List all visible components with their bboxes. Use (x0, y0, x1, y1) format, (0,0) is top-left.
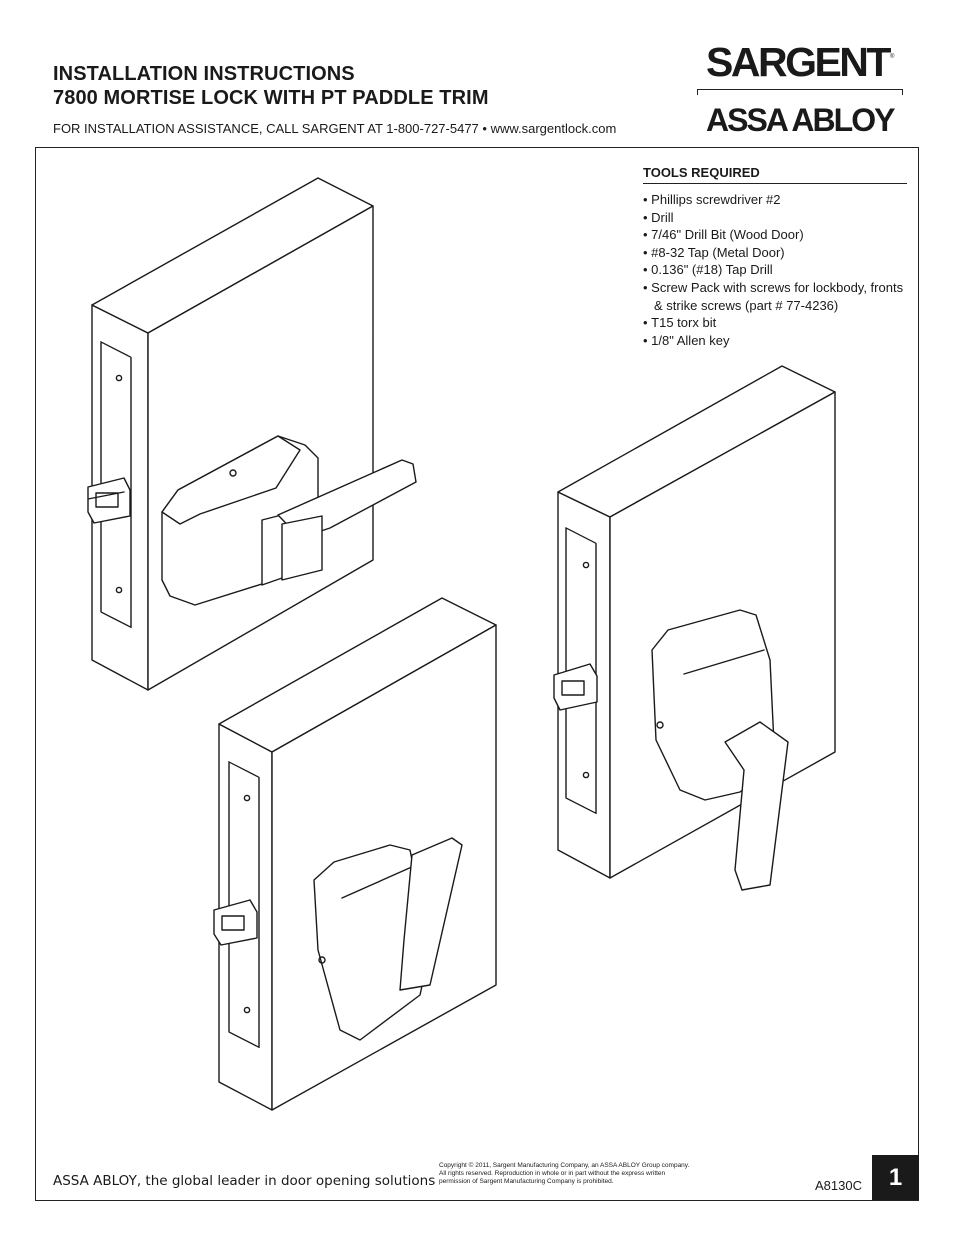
page-title: INSTALLATION INSTRUCTIONS 7800 MORTISE L… (53, 62, 489, 110)
tool-item: 1/8" Allen key (643, 332, 907, 350)
door-with-paddle-handle-illustration (213, 597, 497, 1111)
copyright-notice: Copyright © 2011, Sargent Manufacturing … (439, 1162, 739, 1186)
copyright-line: Copyright © 2011, Sargent Manufacturing … (439, 1162, 690, 1169)
document-number: A8130C (815, 1178, 862, 1193)
door-with-paddle-trim-illustration (553, 365, 836, 891)
title-line-1: INSTALLATION INSTRUCTIONS (53, 63, 355, 85)
tool-item: Phillips screwdriver #2 (643, 191, 907, 209)
registered-mark: ® (890, 54, 895, 60)
sargent-logo: SARGENT (706, 39, 891, 85)
tool-item: Drill (643, 209, 907, 227)
logo-bracket (697, 89, 903, 95)
page-number: 1 (888, 1163, 903, 1191)
assistance-line: FOR INSTALLATION ASSISTANCE, CALL SARGEN… (53, 121, 617, 136)
tools-required-panel: TOOLS REQUIRED Phillips screwdriver #2 D… (643, 165, 907, 349)
copyright-line: All rights reserved. Reproduction in who… (439, 1170, 666, 1177)
tool-item: T15 torx bit (643, 314, 907, 332)
tools-required-title: TOOLS REQUIRED (643, 165, 907, 184)
page-number-badge: 1 (872, 1155, 919, 1200)
tools-list: Phillips screwdriver #2 Drill 7/46" Dril… (643, 191, 907, 349)
tool-item: #8-32 Tap (Metal Door) (643, 244, 907, 262)
content-frame (35, 147, 919, 1201)
tool-item: Screw Pack with screws for lockbody, fro… (643, 279, 907, 314)
door-with-lever-trim-illustration (87, 177, 417, 691)
tool-item: 0.136" (#18) Tap Drill (643, 261, 907, 279)
footer-tagline: ASSA ABLOY, the global leader in door op… (53, 1173, 436, 1189)
copyright-line: permission of Sargent Manufacturing Comp… (439, 1178, 614, 1185)
assa-abloy-logo: ASSA ABLOY (706, 102, 895, 138)
title-line-2: 7800 MORTISE LOCK WITH PT PADDLE TRIM (53, 87, 489, 109)
tool-item: 7/46" Drill Bit (Wood Door) (643, 226, 907, 244)
